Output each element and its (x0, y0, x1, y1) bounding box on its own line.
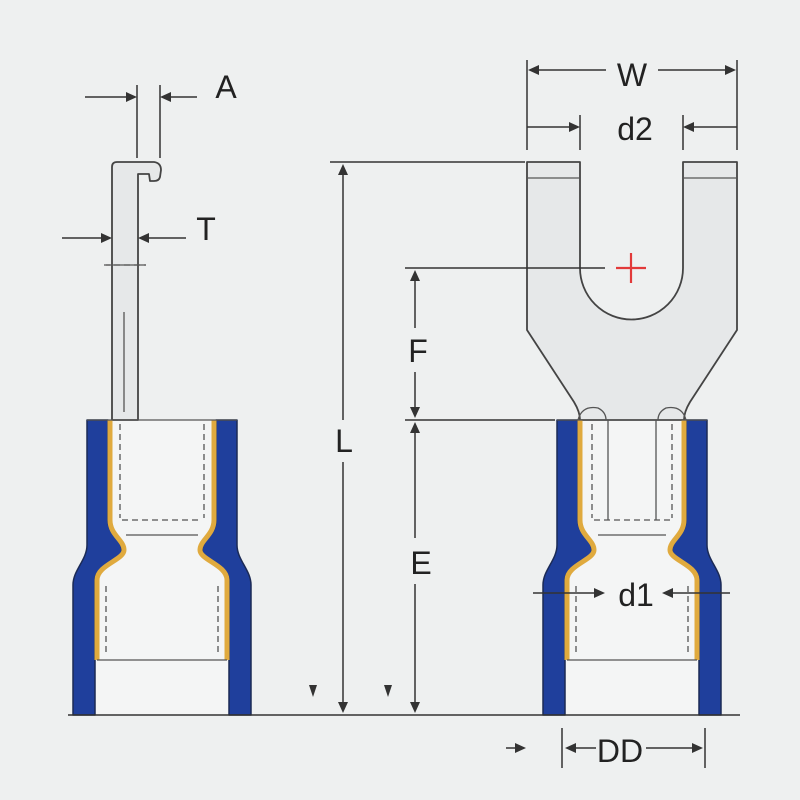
label-e: E (410, 545, 431, 581)
label-w: W (617, 57, 648, 93)
side-view (72, 161, 252, 716)
dimension-d1: d1 (533, 577, 730, 613)
dimension-f: F (405, 267, 605, 418)
label-d1: d1 (618, 577, 654, 613)
dimension-d: DD (506, 728, 706, 769)
dimension-t: T (62, 211, 216, 266)
label-f: F (408, 333, 428, 369)
dimension-d2: d2 (527, 111, 737, 150)
dimension-e: E (405, 419, 555, 713)
label-d: DD (597, 733, 643, 769)
barrel-ear-left (577, 406, 607, 421)
label-a: A (215, 69, 237, 105)
side-sleeve-interior (88, 420, 236, 715)
dimension-w: W (526, 57, 738, 150)
dimensions: A T W d2 (62, 57, 740, 769)
ref-arrow-1 (309, 685, 317, 697)
label-d2: d2 (617, 111, 653, 147)
label-l: L (335, 423, 353, 459)
side-barrel-right (197, 420, 230, 660)
label-t: T (196, 211, 216, 247)
fork-tongue (526, 161, 738, 421)
side-barrel-left (94, 420, 127, 660)
barrel-ear-right (657, 406, 687, 421)
front-barrel-right (667, 420, 700, 660)
front-view (526, 161, 738, 716)
front-barrel-left (564, 420, 597, 660)
ref-arrow-2 (384, 685, 392, 697)
dimension-a: A (85, 69, 237, 158)
dimension-l: L (330, 161, 525, 713)
